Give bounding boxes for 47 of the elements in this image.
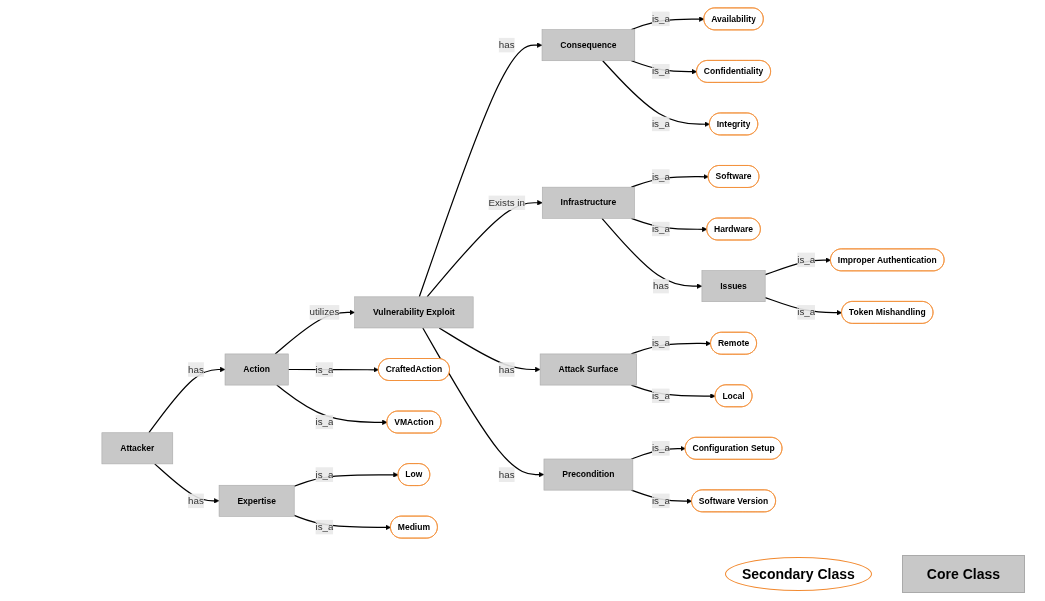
edge-label: is_a: [314, 416, 333, 427]
edge-label: is_a: [651, 223, 670, 234]
edge-label: Exists in: [487, 196, 525, 208]
node-box: Infrastructure: [541, 186, 635, 219]
arrow: [293, 514, 391, 530]
edge-label: is_a: [651, 494, 670, 506]
arrow: [425, 199, 542, 297]
edge-label: is_a: [651, 117, 670, 129]
edge-label: is_a: [651, 65, 670, 76]
arrow: [421, 326, 544, 477]
arrow: [600, 217, 702, 289]
edge-label: is_a: [651, 170, 670, 181]
edge-label: is_a: [314, 521, 333, 532]
edge-label: is_a: [651, 12, 670, 24]
node-box: Action: [224, 353, 289, 385]
node-box: Precondition: [543, 458, 633, 490]
edge-label: is_a: [796, 253, 815, 265]
arrow: [153, 462, 219, 503]
edge-label: has: [187, 363, 204, 374]
edge-label: is_a: [796, 306, 815, 317]
edge-label: has: [498, 39, 515, 50]
node-box: Consequence: [541, 28, 635, 61]
edge-label: has: [498, 363, 515, 374]
node-box: Vulnerability Exploit: [353, 296, 473, 328]
node-box: Attacker: [101, 431, 173, 464]
edge-label: has: [652, 280, 669, 291]
legend-item: Core Class: [901, 555, 1025, 593]
edge-label: is_a: [651, 389, 670, 401]
edge-label: has: [187, 494, 204, 506]
arrow: [438, 326, 540, 372]
arrow: [147, 366, 225, 433]
arrow: [601, 59, 710, 127]
node-box: Issues: [701, 269, 765, 302]
edge-label: is_a: [651, 442, 670, 453]
node-box: Expertise: [218, 484, 295, 517]
edge-label: has: [498, 468, 515, 479]
edge-label: is_a: [651, 337, 670, 348]
legend-item: Secondary Class: [725, 557, 872, 591]
node-box: Attack Surface: [539, 353, 637, 385]
edge-label: is_a: [314, 363, 333, 374]
arrow: [275, 383, 387, 425]
edge-label: is_a: [314, 468, 333, 479]
arrow: [764, 296, 842, 315]
edge-label: utilizes: [309, 306, 339, 317]
arrow: [630, 59, 697, 74]
arrow: [418, 41, 542, 297]
arrow: [293, 471, 399, 487]
